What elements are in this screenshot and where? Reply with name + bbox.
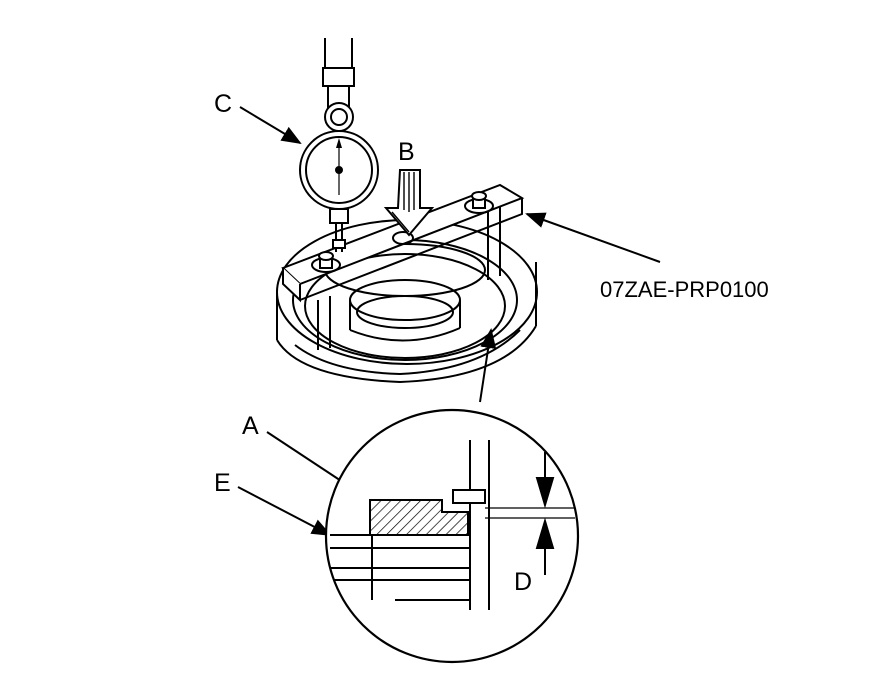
tool-part-number: 07ZAE-PRP0100: [600, 277, 769, 302]
label-d: D: [514, 568, 532, 596]
right-bolt-icon: [471, 191, 487, 209]
label-c: C: [214, 90, 232, 118]
leader-c: [239, 106, 302, 145]
left-bolt-icon: [318, 251, 334, 269]
label-b: B: [398, 138, 415, 166]
leader-part-number: [525, 212, 661, 263]
leader-e: [237, 486, 332, 536]
label-a: A: [242, 412, 259, 440]
dial-indicator: [299, 38, 379, 252]
force-arrow-b: [383, 169, 435, 237]
detail-view: [324, 408, 580, 664]
leader-detail: [479, 328, 497, 403]
label-e: E: [214, 469, 231, 497]
